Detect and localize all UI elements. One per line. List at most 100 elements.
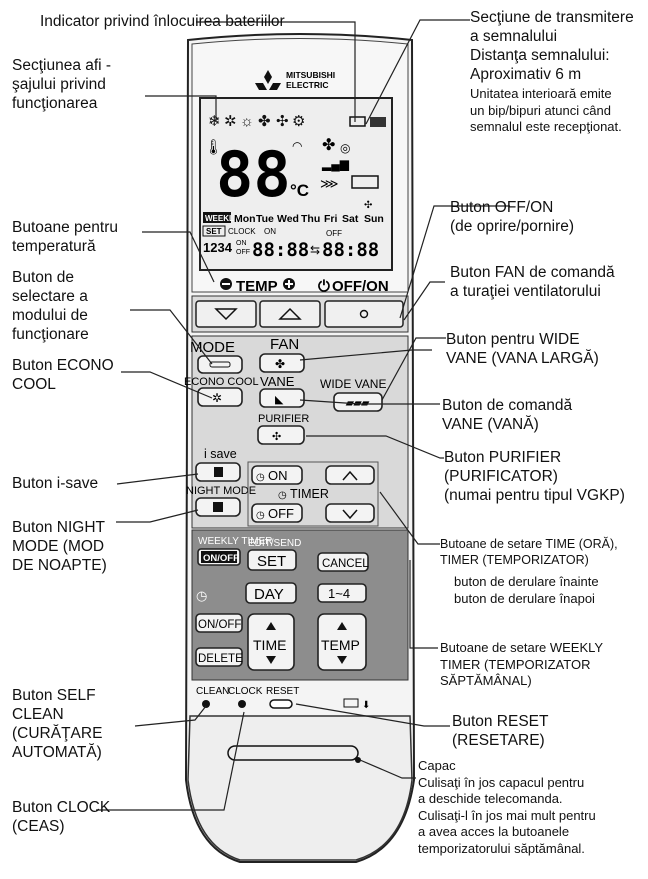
set-button[interactable] <box>247 549 297 571</box>
label-temp-buttons: Butoane pentru temperatură <box>12 218 118 256</box>
label-signal-note: semnalul este recepţionat. <box>470 119 622 134</box>
label-display-line: funcţionarea <box>12 95 98 112</box>
fan-button[interactable] <box>259 353 305 373</box>
label-signal-note: Unitatea interioară emite <box>470 86 612 101</box>
clock-button[interactable] <box>238 700 246 708</box>
wide-vane-display-icon <box>351 175 379 189</box>
clock-on-icon: ◷ <box>256 472 265 483</box>
label-line: temperatură <box>12 238 96 255</box>
triangle-up-icon <box>278 307 302 320</box>
temp-up-button[interactable] <box>259 300 321 328</box>
label-line: Butoane pentru <box>12 219 119 236</box>
off-on-button[interactable] <box>324 300 404 328</box>
day-button[interactable] <box>245 582 297 604</box>
label-display: Secţiunea afi - şajului privind funcţion… <box>12 56 111 113</box>
label-line: TIMER (TEMPORIZATOR <box>440 656 591 672</box>
power-icon: ⏻ <box>318 278 330 295</box>
timer-clock-icon: ◷ <box>278 490 287 501</box>
time-button[interactable] <box>247 613 295 671</box>
label-clock: Buton CLOCK (CEAS) <box>12 798 110 836</box>
timer-off-text: OFF <box>268 506 294 521</box>
label-line: Buton ECONO <box>12 357 114 374</box>
label-line: Buton pentru WIDE <box>446 331 580 348</box>
mode-button[interactable] <box>197 355 243 374</box>
night-mode-caption: NIGHT MODE <box>186 485 256 497</box>
label-line: buton de derulare înapoi <box>454 590 595 606</box>
econo-cool-caption: ECONO COOL <box>184 376 259 388</box>
label-weekly: Butoane de setare WEEKLY TIMER (TEMPORIZ… <box>440 640 603 690</box>
fan-speed-icon: ✤ <box>322 137 335 154</box>
label-line: (CURĂŢARE <box>12 725 103 742</box>
vane-caption: VANE <box>260 374 295 389</box>
timer-off-button[interactable] <box>251 503 303 523</box>
label-line: selectare a <box>12 288 88 305</box>
purifier-button[interactable] <box>257 425 305 445</box>
range-button-text: 1~4 <box>328 586 350 601</box>
label-line: (RESETARE) <box>452 732 545 749</box>
lcd-on-small: ON <box>236 240 247 247</box>
weekly-badge-text: WEEKLY <box>205 214 239 223</box>
label-line: AUTOMATĂ) <box>12 744 102 761</box>
label-line: SĂPTĂMÂNAL) <box>440 673 532 688</box>
timer-caption: TIMER <box>290 487 329 501</box>
label-display-line: şajului privind <box>12 76 106 93</box>
label-line: Culisaţi în jos capacul pentru <box>418 774 585 790</box>
cancel-button[interactable] <box>317 552 369 572</box>
isave-icon <box>214 467 223 477</box>
label-scroll: buton de derulare înainte buton de derul… <box>454 574 599 607</box>
onoff-program-button[interactable] <box>195 613 243 633</box>
chevron-up-icon <box>342 470 358 481</box>
clean-button[interactable] <box>202 700 210 708</box>
snowflake-icon: ✲ <box>212 391 222 405</box>
timer-group <box>247 461 379 527</box>
vane-button[interactable] <box>259 388 305 408</box>
timer-on-button[interactable] <box>251 465 303 485</box>
label-line: Buton OFF/ON <box>450 199 554 216</box>
label-line: COOL <box>12 376 56 393</box>
label-line: Buton de comandă <box>442 397 573 414</box>
label-line: (PURIFICATOR) <box>444 468 558 485</box>
label-line: Buton CLOCK <box>12 799 111 816</box>
brand-line1: MITSUBISHI <box>286 70 335 80</box>
scroll-down-button[interactable] <box>325 503 375 523</box>
battery-icon <box>343 698 359 708</box>
edit-send-caption: EDIT/SEND <box>248 538 301 549</box>
weekly-onoff-text: ON/OFF <box>203 553 239 564</box>
mitsubishi-logo-icon <box>255 70 281 90</box>
circle-icon <box>359 309 369 319</box>
label-isave: Buton i-save <box>12 475 99 492</box>
delete-button[interactable] <box>195 647 243 667</box>
lcd-clock-label: CLOCK <box>228 227 256 236</box>
day-tue: Tue <box>256 213 274 225</box>
lcd-time-on: 88:88 <box>252 239 309 261</box>
lcd-temp-unit: °C <box>290 181 309 200</box>
scroll-up-button[interactable] <box>325 465 375 485</box>
econo-cool-button[interactable] <box>197 387 243 407</box>
leader-lines <box>96 19 510 811</box>
fan-level-icon: ▂▄▆ <box>321 157 350 172</box>
day-fri: Fri <box>324 213 338 225</box>
label-line: MODE (MOD <box>12 538 105 555</box>
label-purifier: Buton PURIFIER (PURIFICATOR) (numai pent… <box>444 448 625 505</box>
day-thu: Thu <box>301 213 320 225</box>
reset-button[interactable] <box>269 699 293 709</box>
label-line: a avea acces la butoanele <box>418 824 570 839</box>
range-button[interactable] <box>317 583 367 603</box>
temp-down-button[interactable] <box>195 300 257 328</box>
clock-icon: ◷ <box>196 588 207 603</box>
label-line: TIMER (TEMPORIZATOR) <box>440 553 589 567</box>
label-timer-set: Butoane de setare TIME (ORĂ), TIMER (TEM… <box>440 536 618 568</box>
purifier-caption: PURIFIER <box>258 413 309 425</box>
temp-weekly-button[interactable] <box>317 613 367 671</box>
label-line: buton de derulare înainte <box>454 574 599 589</box>
lcd-arrow: ⇆ <box>310 243 320 257</box>
delete-button-text: DELETE <box>198 653 243 665</box>
label-line: DE NOAPTE) <box>12 557 107 574</box>
triangle-up-icon <box>266 622 276 630</box>
label-fan: Buton FAN de comandă a turaţiei ventilat… <box>450 263 615 301</box>
fan-icon: ✤ <box>275 357 285 371</box>
day-mon: Mon <box>234 213 256 225</box>
thermometer-icon: 🌡 <box>204 139 223 156</box>
onoff-program-text: ON/OFF <box>198 619 241 631</box>
day-button-text: DAY <box>254 586 284 603</box>
